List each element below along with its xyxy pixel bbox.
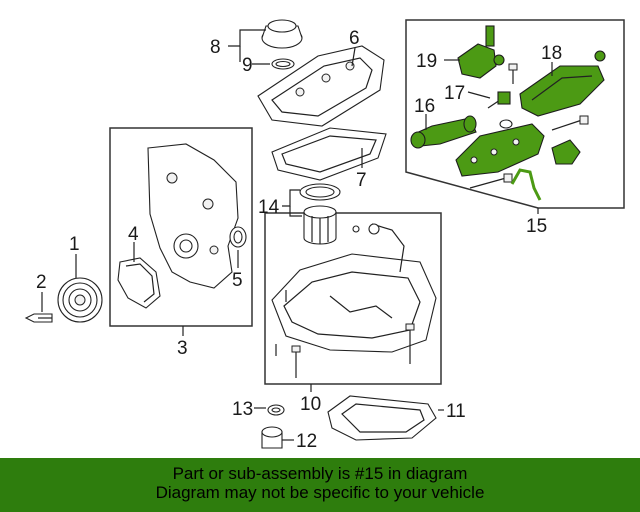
valve-cover <box>257 45 385 127</box>
callout-labels: 1 2 3 4 5 6 7 8 9 10 11 12 13 14 15 16 1… <box>36 28 562 452</box>
banner-line-1: Part or sub-assembly is #15 in diagram <box>172 464 468 483</box>
crankshaft-pulley <box>57 277 103 323</box>
assembly-15-parts <box>410 25 606 201</box>
callout-4: 4 <box>128 224 139 245</box>
callout-15: 15 <box>526 216 547 237</box>
timing-cover-gasket <box>117 257 161 309</box>
pulley-bolt <box>24 313 53 323</box>
drain-washer <box>267 404 285 416</box>
callout-14: 14 <box>258 197 280 218</box>
callout-8: 8 <box>210 37 221 58</box>
callout-16: 16 <box>414 96 435 117</box>
valve-cover-gasket <box>271 127 387 181</box>
callout-17: 17 <box>444 83 465 104</box>
callout-2: 2 <box>36 272 47 293</box>
actuator-16 <box>410 115 477 149</box>
crankshaft-seal <box>229 226 247 248</box>
callout-5: 5 <box>232 270 243 291</box>
filler-cap-seal <box>271 58 295 70</box>
parts-diagram: 1 2 3 4 5 6 7 8 9 10 11 12 13 14 15 16 1… <box>24 19 625 452</box>
callout-6: 6 <box>349 28 360 49</box>
oil-pan-group-box <box>264 212 442 385</box>
banner-line-2: Diagram may not be specific to your vehi… <box>155 483 485 502</box>
callout-3: 3 <box>177 338 188 359</box>
cover-18 <box>519 50 606 117</box>
timing-cover-group-box <box>109 127 253 327</box>
upper-oil-pan <box>271 253 437 353</box>
callout-7: 7 <box>356 170 367 191</box>
oil-pan-bolts <box>275 290 415 378</box>
solenoid-19 <box>457 25 505 79</box>
callout-10: 10 <box>300 394 321 415</box>
info-banner: Part or sub-assembly is #15 in diagram D… <box>0 458 640 512</box>
callout-11: 11 <box>446 401 466 422</box>
assembly-15-box <box>405 19 625 209</box>
pin-17 <box>487 91 513 129</box>
callout-1: 1 <box>69 234 80 255</box>
intake-assembly <box>455 123 545 177</box>
bracket-part <box>551 139 581 165</box>
oil-filter <box>299 183 341 245</box>
oil-dipstick-tube <box>352 223 405 273</box>
callout-12: 12 <box>296 431 317 452</box>
callout-19: 19 <box>416 51 437 72</box>
callout-9: 9 <box>242 55 253 76</box>
callout-18: 18 <box>541 43 562 64</box>
drain-plug <box>261 426 283 449</box>
oil-filler-cap <box>261 19 303 49</box>
callout-13: 13 <box>232 399 253 420</box>
lower-oil-pan <box>327 395 437 441</box>
leader-lines <box>41 29 553 441</box>
timing-cover <box>147 143 239 289</box>
